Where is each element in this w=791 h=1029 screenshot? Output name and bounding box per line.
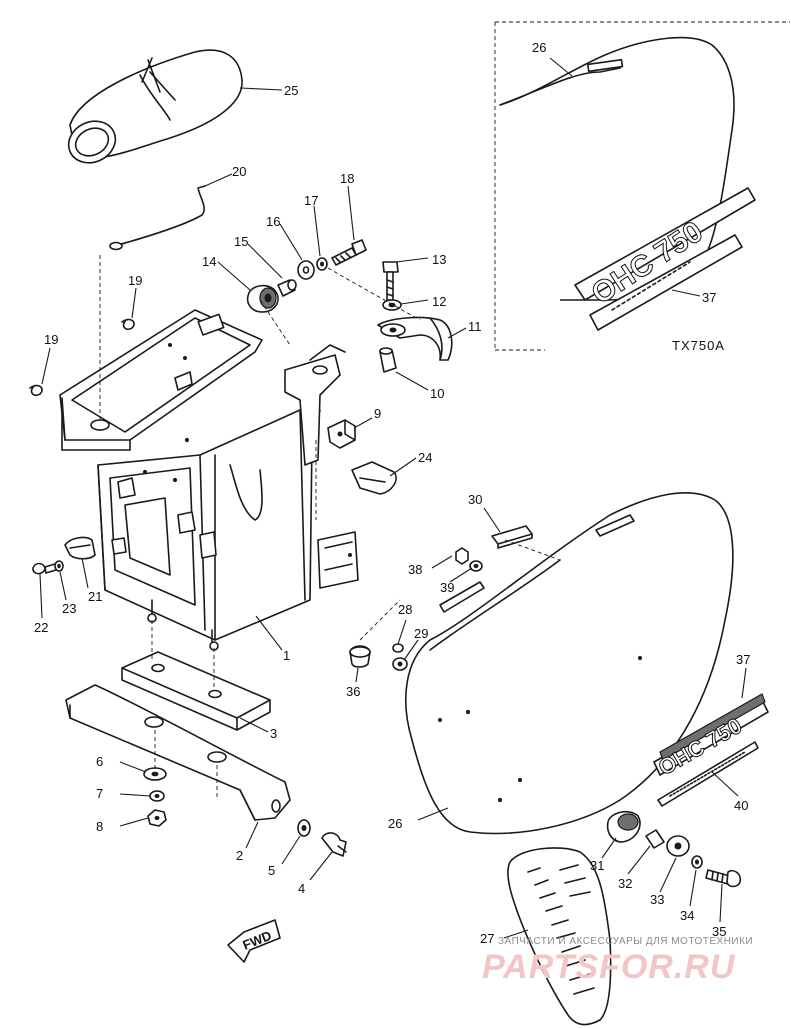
damper-9 xyxy=(327,419,356,449)
clip-19-upper xyxy=(121,318,135,331)
callout-35: 35 xyxy=(712,924,726,939)
callout-6: 6 xyxy=(96,754,103,769)
callout-18: 18 xyxy=(340,171,354,186)
clip-19-left xyxy=(29,384,43,397)
callout-37-upper: 37 xyxy=(702,290,716,305)
callout-8: 8 xyxy=(96,819,103,834)
callout-9: 9 xyxy=(374,406,381,421)
callout-33: 33 xyxy=(650,892,664,907)
callout-4: 4 xyxy=(298,881,305,896)
callout-24: 24 xyxy=(418,450,432,465)
washer-7 xyxy=(149,790,165,802)
callout-2: 2 xyxy=(236,848,243,863)
callout-30: 30 xyxy=(468,492,482,507)
callout-23: 23 xyxy=(62,601,76,616)
bolt-35 xyxy=(705,869,742,888)
washer-23 xyxy=(54,560,64,572)
stripe-40 xyxy=(657,741,759,807)
nut-38 xyxy=(455,547,469,565)
callout-34: 34 xyxy=(680,908,694,923)
tool-bag xyxy=(67,49,243,164)
holder-11 xyxy=(377,316,453,361)
callout-1: 1 xyxy=(283,648,290,663)
callout-28: 28 xyxy=(398,602,412,617)
damper-plate-3 xyxy=(121,651,271,731)
callout-31: 31 xyxy=(590,858,604,873)
washer-16 xyxy=(297,260,315,280)
callout-16: 16 xyxy=(266,214,280,229)
callout-37-lower: 37 xyxy=(736,652,750,667)
damper-14 xyxy=(246,284,279,313)
collar-28 xyxy=(392,643,404,653)
callout-38: 38 xyxy=(408,562,422,577)
callout-7: 7 xyxy=(96,786,103,801)
callout-14: 14 xyxy=(202,254,216,269)
washer-12 xyxy=(382,299,402,311)
callout-26-upper: 26 xyxy=(532,40,546,55)
model-code-label: TX750A xyxy=(672,338,725,353)
side-cover-main xyxy=(404,492,734,835)
washer-29 xyxy=(392,657,408,671)
washer-33 xyxy=(666,835,690,857)
collar-10 xyxy=(379,347,397,373)
watermark-brand: PARTSFOR.RU xyxy=(482,948,736,986)
grommet-36 xyxy=(349,645,371,668)
bolt-13 xyxy=(382,261,399,301)
band-24 xyxy=(351,461,397,495)
watermark-caption: ЗАПЧАСТИ И АКСЕССУАРЫ ДЛЯ МОТОТЕХНИКИ xyxy=(498,936,753,947)
callout-3: 3 xyxy=(270,726,277,741)
callout-26-lower: 26 xyxy=(388,816,402,831)
seat-lock-wire xyxy=(109,185,206,251)
bolt-4 xyxy=(321,832,347,857)
callout-22: 22 xyxy=(34,620,48,635)
screw-22 xyxy=(32,562,57,575)
callout-10: 10 xyxy=(430,386,444,401)
callout-19-left: 19 xyxy=(44,332,58,347)
clamp-21 xyxy=(64,536,96,560)
callout-15: 15 xyxy=(234,234,248,249)
spring-washer-17 xyxy=(316,257,328,271)
callout-17: 17 xyxy=(304,193,318,208)
callout-39: 39 xyxy=(440,580,454,595)
spring-washer-34 xyxy=(691,855,703,869)
collar-32 xyxy=(645,829,665,849)
forward-direction-marker: FWD xyxy=(227,919,281,963)
callout-19-upper: 19 xyxy=(128,273,142,288)
callout-36: 36 xyxy=(346,684,360,699)
callout-12: 12 xyxy=(432,294,446,309)
bolt-18 xyxy=(331,239,367,266)
callout-40: 40 xyxy=(734,798,748,813)
callout-29: 29 xyxy=(414,626,428,641)
bracket-2 xyxy=(65,684,291,821)
watermark: ЗАПЧАСТИ И АКСЕССУАРЫ ДЛЯ МОТОТЕХНИКИ PA… xyxy=(482,936,753,986)
callout-13: 13 xyxy=(432,252,446,267)
callout-labels: 25 20 19 19 14 15 16 17 18 13 12 11 10 9… xyxy=(34,40,750,946)
callout-27: 27 xyxy=(480,931,494,946)
nut-8 xyxy=(147,809,167,827)
callout-5: 5 xyxy=(268,863,275,878)
washer-6 xyxy=(143,767,167,781)
callout-20: 20 xyxy=(232,164,246,179)
alignment-lines xyxy=(99,255,561,800)
washer-5 xyxy=(297,819,311,837)
knob-31 xyxy=(606,810,641,843)
callout-21: 21 xyxy=(88,589,102,604)
inset-side-cover-group: OHC 750 TX750A xyxy=(494,21,790,353)
damper-30 xyxy=(491,525,533,549)
collar-15 xyxy=(277,279,297,297)
battery-box-assembly xyxy=(59,309,359,651)
callout-11: 11 xyxy=(468,319,482,334)
callout-32: 32 xyxy=(618,876,632,891)
leader-lines xyxy=(39,57,747,939)
washer-39 xyxy=(469,560,483,572)
callout-25: 25 xyxy=(284,83,298,98)
side-panel-27 xyxy=(507,847,612,1026)
